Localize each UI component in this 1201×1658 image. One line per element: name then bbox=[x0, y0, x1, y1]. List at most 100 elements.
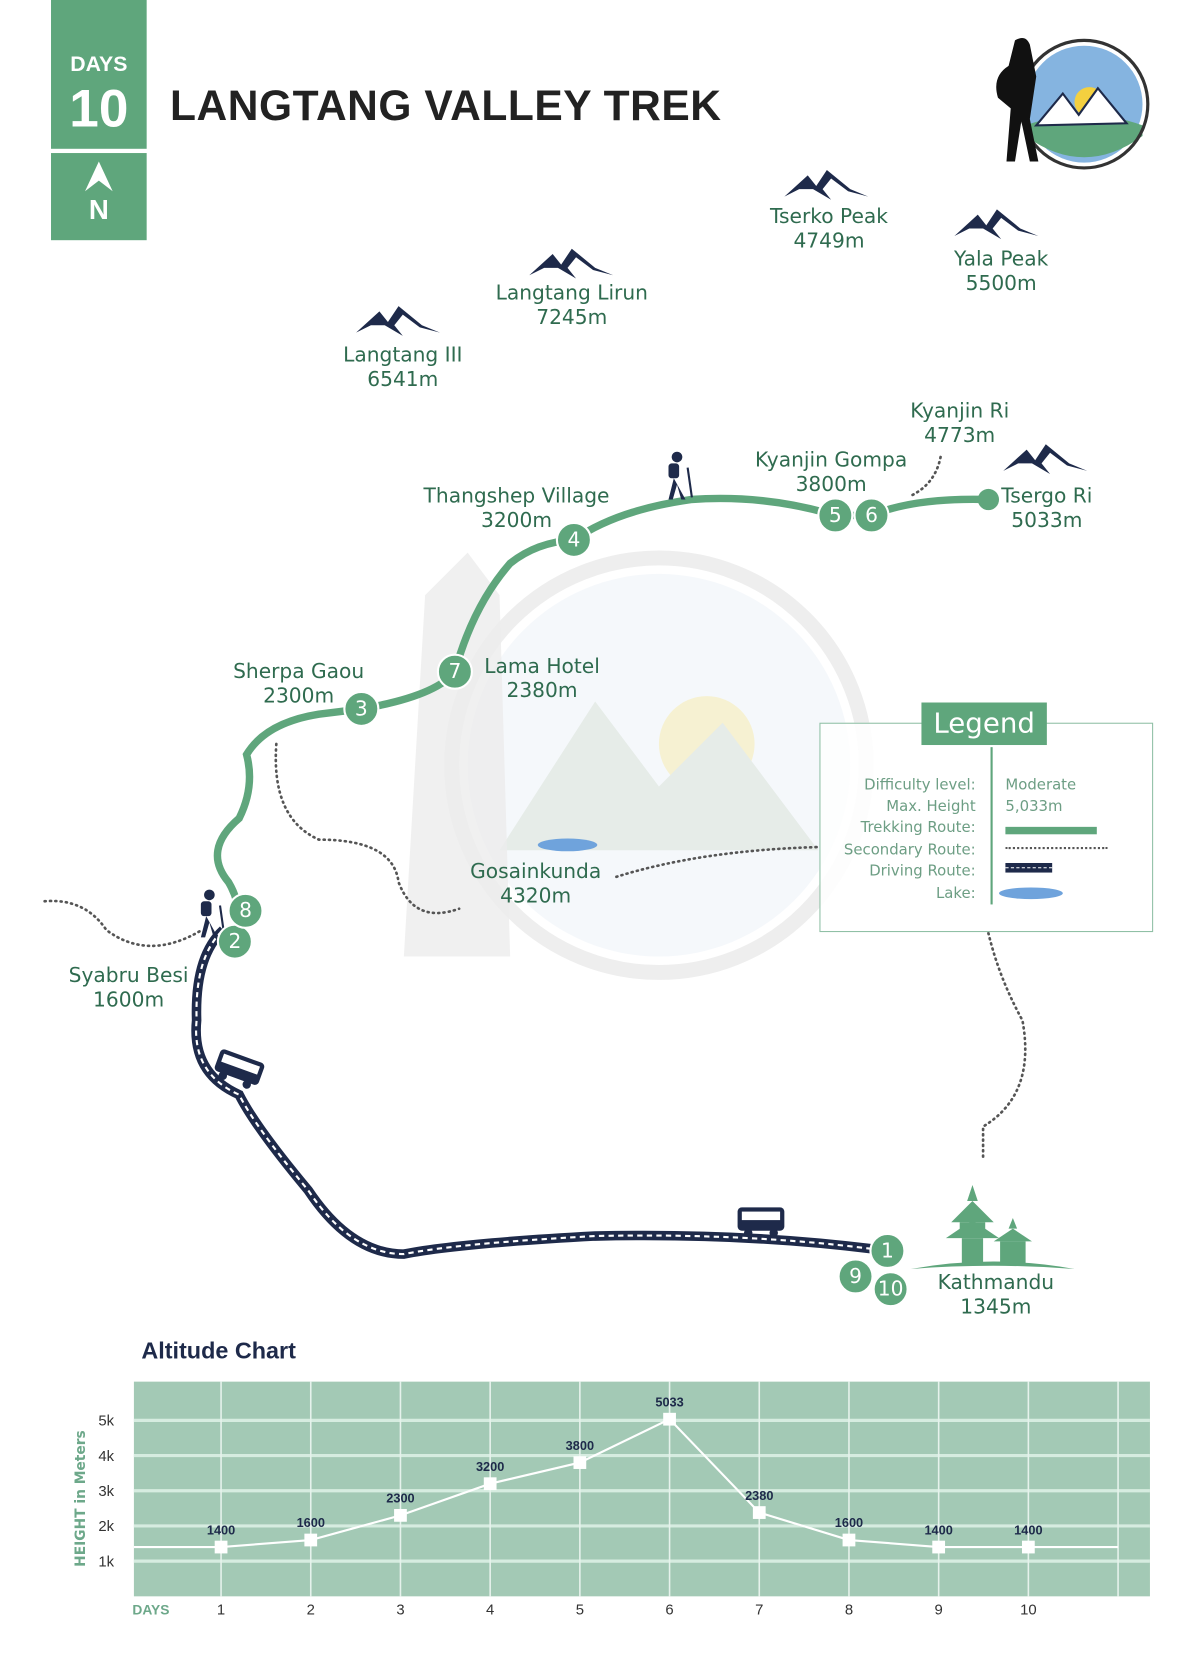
legend-label: Difficulty level: bbox=[864, 776, 976, 794]
peak-name: Yala Peak bbox=[954, 247, 1049, 272]
data-point bbox=[1021, 1540, 1035, 1554]
trekking-route-swatch bbox=[1005, 826, 1097, 835]
x-tick-label: 7 bbox=[755, 1602, 763, 1618]
legend-title: Legend bbox=[921, 702, 1047, 746]
place-height: 4320m bbox=[500, 884, 572, 908]
x-tick-label: 4 bbox=[486, 1602, 494, 1618]
x-tick-label: 6 bbox=[665, 1602, 673, 1618]
day-marker-5: 5 bbox=[817, 497, 854, 534]
data-label: 3800 bbox=[566, 1438, 594, 1453]
day-marker-6: 6 bbox=[853, 497, 890, 534]
day-marker-10: 10 bbox=[872, 1271, 909, 1308]
altitude-line bbox=[133, 1417, 1119, 1549]
data-label: 5033 bbox=[655, 1394, 683, 1409]
data-point bbox=[663, 1412, 676, 1426]
temple-icon bbox=[910, 1185, 1075, 1269]
peak-height: 7245m bbox=[536, 306, 608, 330]
data-label: 2380 bbox=[745, 1488, 773, 1503]
plot-area bbox=[133, 1381, 1150, 1597]
x-tick-label: 5 bbox=[576, 1602, 584, 1618]
data-point bbox=[214, 1540, 228, 1554]
y-tick-label: 5k bbox=[98, 1414, 114, 1430]
day-marker-1: 1 bbox=[869, 1232, 906, 1269]
company-logo bbox=[996, 37, 1150, 170]
gosainkunda-lake bbox=[537, 838, 598, 852]
x-tick-label: 9 bbox=[935, 1602, 943, 1618]
peak-height: 4749m bbox=[793, 229, 865, 253]
data-point bbox=[394, 1509, 407, 1522]
data-point bbox=[573, 1456, 587, 1469]
data-label: 1400 bbox=[1014, 1522, 1042, 1537]
peak-name: Langtang Lirun bbox=[495, 281, 648, 306]
data-point bbox=[932, 1540, 946, 1554]
peak-name: Kyanjin Ri bbox=[910, 399, 1010, 423]
peak-height: 6541m bbox=[367, 367, 439, 392]
y-axis-label: HEIGHT in Meters bbox=[73, 1430, 89, 1567]
driving-route bbox=[191, 926, 873, 1259]
data-label: 3200 bbox=[476, 1459, 504, 1474]
x-tick-label: 8 bbox=[845, 1602, 853, 1618]
mountain-icon bbox=[356, 306, 440, 336]
lake-swatch bbox=[999, 887, 1063, 900]
data-label: 1400 bbox=[924, 1522, 952, 1537]
legend-value: 5,033m bbox=[1005, 798, 1063, 816]
y-tick-label: 4k bbox=[98, 1449, 114, 1465]
peak-height: 5033m bbox=[1011, 509, 1083, 533]
peak-name: Langtang III bbox=[343, 343, 463, 367]
place-name: Kyanjin Gompa bbox=[755, 448, 908, 472]
driving-route-swatch bbox=[1005, 862, 1053, 873]
days-badge: DAYS 10 bbox=[51, 0, 147, 149]
secondary-route-swatch bbox=[1005, 847, 1108, 850]
legend: Difficulty level: Moderate Max. Height 5… bbox=[819, 722, 1154, 933]
north-label: N bbox=[88, 193, 109, 226]
data-label: 1600 bbox=[835, 1515, 863, 1530]
place-name: Gosainkunda bbox=[470, 859, 602, 884]
mountain-icon bbox=[954, 209, 1039, 240]
hiker-icon bbox=[668, 451, 693, 500]
page-title: LANGTANG VALLEY TREK bbox=[170, 82, 722, 130]
place-name: Lama Hotel bbox=[484, 654, 600, 679]
mountain-icons bbox=[356, 170, 1088, 475]
days-value: 10 bbox=[69, 78, 129, 139]
days-label: DAYS bbox=[70, 53, 128, 77]
legend-label: Max. Height bbox=[886, 798, 976, 816]
bus-icon bbox=[737, 1207, 785, 1238]
place-height: 1345m bbox=[960, 1295, 1032, 1319]
place-name: Sherpa Gaou bbox=[233, 659, 365, 684]
day-marker-3: 3 bbox=[343, 690, 380, 727]
x-tick-label: 10 bbox=[1020, 1602, 1037, 1618]
day-marker-2: 2 bbox=[216, 923, 253, 960]
north-arrow-icon bbox=[85, 161, 113, 192]
place-height: 3200m bbox=[480, 509, 553, 533]
legend-value: Moderate bbox=[1005, 776, 1077, 794]
trekking-route bbox=[213, 494, 993, 946]
day-marker-4: 4 bbox=[555, 521, 592, 558]
y-tick-label: 3k bbox=[98, 1484, 114, 1500]
north-indicator: N bbox=[51, 153, 147, 241]
mountain-icon bbox=[784, 170, 869, 200]
y-tick-label: 1k bbox=[98, 1554, 114, 1570]
day-marker-8: 8 bbox=[227, 892, 264, 929]
legend-label: Driving Route: bbox=[869, 862, 976, 880]
place-height: 3800m bbox=[795, 472, 867, 497]
place-height: 2380m bbox=[506, 679, 578, 703]
x-tick-label: 3 bbox=[396, 1602, 404, 1618]
legend-label: Lake: bbox=[935, 885, 976, 903]
legend-divider bbox=[990, 747, 993, 905]
x-tick-label: 1 bbox=[217, 1602, 225, 1618]
